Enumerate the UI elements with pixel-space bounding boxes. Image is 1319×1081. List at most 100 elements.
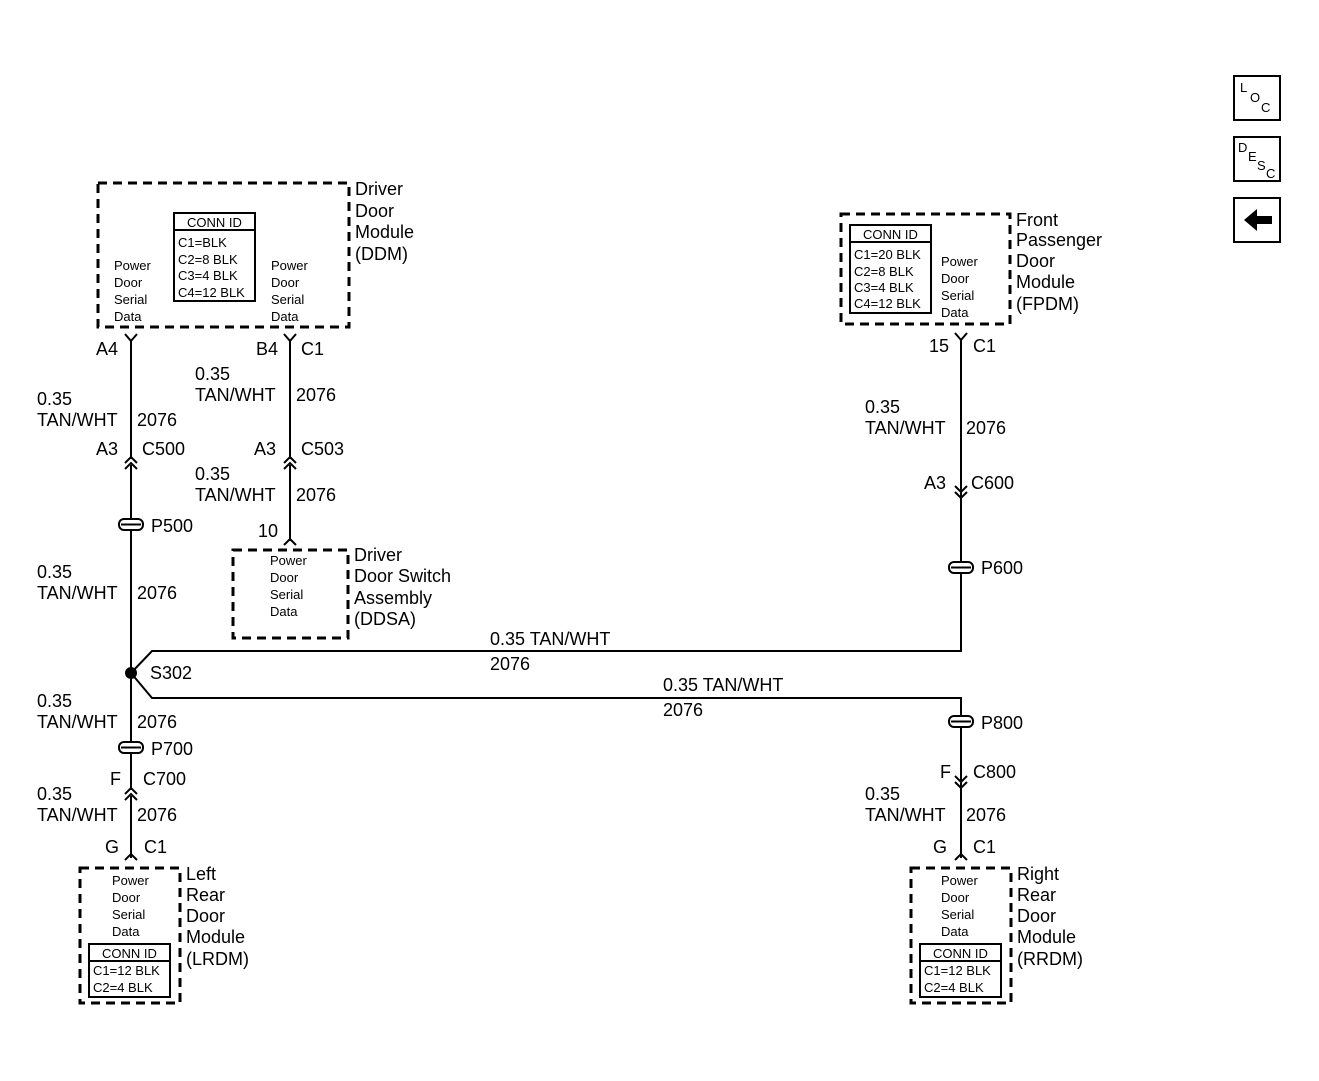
- lrdm-module: Power Door Serial Data CONN ID C1=12 BLK…: [78, 864, 249, 1005]
- wire-color: TAN/WHT: [865, 805, 946, 825]
- fpdm-pin: 15: [929, 336, 949, 356]
- loc-button[interactable]: L O C: [1233, 75, 1281, 121]
- c800-pin: F: [940, 762, 951, 782]
- rrdm-pin: G: [933, 837, 947, 857]
- fpdm-conn-item: C2=8 BLK: [854, 264, 914, 279]
- connector-c500-icon: [124, 455, 138, 470]
- fpdm-conn-item: C1=20 BLK: [854, 247, 921, 262]
- ddm-right-func: Power: [271, 258, 309, 273]
- ddsa-func: Serial: [270, 587, 303, 602]
- fpdm-conn-title: CONN ID: [863, 227, 918, 242]
- ddm-conn-item: C3=4 BLK: [178, 268, 238, 283]
- lrdm-name: Module: [186, 927, 245, 947]
- ddm-left-func: Door: [114, 275, 143, 290]
- lrdm-name: (LRDM): [186, 949, 249, 969]
- connector-c503-icon: [283, 455, 297, 470]
- lrdm-func: Power: [112, 873, 150, 888]
- ddm-pin-b4: B4: [256, 339, 278, 359]
- wire-color: TAN/WHT: [37, 583, 118, 603]
- loc-letter-o: O: [1250, 90, 1260, 105]
- loc-letter-c: C: [1261, 100, 1270, 115]
- lrdm-func: Serial: [112, 907, 145, 922]
- wire-color: TAN/WHT: [37, 712, 118, 732]
- rrdm-conn-item: C2=4 BLK: [924, 980, 984, 995]
- ddm-right-func: Door: [271, 275, 300, 290]
- c600-name: C600: [971, 473, 1014, 493]
- wire-circuit: 2076: [296, 385, 336, 405]
- ddm-conn-item: C4=12 BLK: [178, 285, 245, 300]
- rrdm-name: Module: [1017, 927, 1076, 947]
- lrdm-name: Door: [186, 906, 225, 926]
- wire-size: 0.35: [865, 784, 900, 804]
- desc-letter-c: C: [1266, 166, 1275, 181]
- rrdm-func: Power: [941, 873, 979, 888]
- rrdm-func: Serial: [941, 907, 974, 922]
- ddm-module: CONN ID C1=BLK C2=8 BLK C3=4 BLK C4=12 B…: [96, 179, 414, 329]
- fpdm-func: Data: [941, 305, 969, 320]
- c700-pin: F: [110, 769, 121, 789]
- fpdm-name: Passenger: [1016, 230, 1102, 250]
- ddm-name: Module: [355, 222, 414, 242]
- ddm-left-func: Serial: [114, 292, 147, 307]
- wire-size: 0.35: [37, 691, 72, 711]
- rrdm-name: (RRDM): [1017, 949, 1083, 969]
- back-arrow-icon: [1244, 209, 1272, 231]
- wire-color: TAN/WHT: [195, 385, 276, 405]
- rrdm-conn-id-box: [919, 943, 1002, 998]
- lrdm-conn: C1: [144, 837, 167, 857]
- rrdm-name: Right: [1017, 864, 1059, 884]
- wire-circuit: 2076: [966, 418, 1006, 438]
- ddsa-name: Driver: [354, 545, 402, 565]
- c800-name: C800: [973, 762, 1016, 782]
- lrdm-conn-item: C1=12 BLK: [93, 963, 160, 978]
- fpdm-name: (FPDM): [1016, 294, 1079, 314]
- rrdm-module: Power Door Serial Data CONN ID C1=12 BLK…: [909, 864, 1083, 1005]
- wire-size: 0.35: [37, 784, 72, 804]
- wire-circuit: 2076: [137, 712, 177, 732]
- fpdm-module: CONN ID C1=20 BLK C2=8 BLK C3=4 BLK C4=1…: [839, 210, 1102, 326]
- rrdm-conn-item: C1=12 BLK: [924, 963, 991, 978]
- lrdm-conn-id-box: [88, 943, 171, 998]
- connector-c700-icon: [124, 786, 138, 801]
- wire-circuit: 2076: [137, 583, 177, 603]
- desc-letter-d: D: [1238, 140, 1247, 155]
- wire-color: TAN/WHT: [195, 485, 276, 505]
- wire-branch-label: 0.35 TAN/WHT: [490, 629, 610, 649]
- ddm-name: (DDM): [355, 244, 408, 264]
- p500-label: P500: [151, 516, 193, 536]
- p700-label: P700: [151, 739, 193, 759]
- ddm-left-func: Power: [114, 258, 152, 273]
- wire-color: TAN/WHT: [37, 410, 118, 430]
- ddm-right-func: Data: [271, 309, 299, 324]
- fpdm-conn: C1: [973, 336, 996, 356]
- ddsa-func: Data: [270, 604, 298, 619]
- loc-letter-l: L: [1240, 80, 1247, 95]
- ddm-conn-item: C1=BLK: [178, 235, 227, 250]
- wire-circuit: 2076: [296, 485, 336, 505]
- ddsa-name: Assembly: [354, 588, 432, 608]
- desc-letter-e: E: [1248, 149, 1257, 164]
- wire-color: TAN/WHT: [865, 418, 946, 438]
- lrdm-func: Door: [112, 890, 141, 905]
- rrdm-name: Rear: [1017, 885, 1056, 905]
- ddsa-func: Door: [270, 570, 299, 585]
- ddm-conn-id-box: [173, 212, 256, 302]
- wire-to-fpdm: [130, 573, 962, 674]
- lrdm-pin: G: [105, 837, 119, 857]
- ddsa-pin: 10: [258, 521, 278, 541]
- back-button[interactable]: [1233, 197, 1281, 243]
- wire-size: 0.35: [37, 389, 72, 409]
- wire-branch-circuit: 2076: [663, 700, 703, 720]
- wire-branch-label: 0.35 TAN/WHT: [663, 675, 783, 695]
- lrdm-conn-item: C2=4 BLK: [93, 980, 153, 995]
- wire-branch-circuit: 2076: [490, 654, 530, 674]
- ddm-name: Driver: [355, 179, 403, 199]
- ddsa-module: Power Door Serial Data Driver Door Switc…: [231, 545, 451, 640]
- wire-circuit: 2076: [966, 805, 1006, 825]
- c600-pin: A3: [924, 473, 946, 493]
- desc-button[interactable]: D E S C: [1233, 136, 1281, 182]
- c503-name: C503: [301, 439, 344, 459]
- wire-to-rrdm: [130, 672, 962, 716]
- fpdm-name: Door: [1016, 251, 1055, 271]
